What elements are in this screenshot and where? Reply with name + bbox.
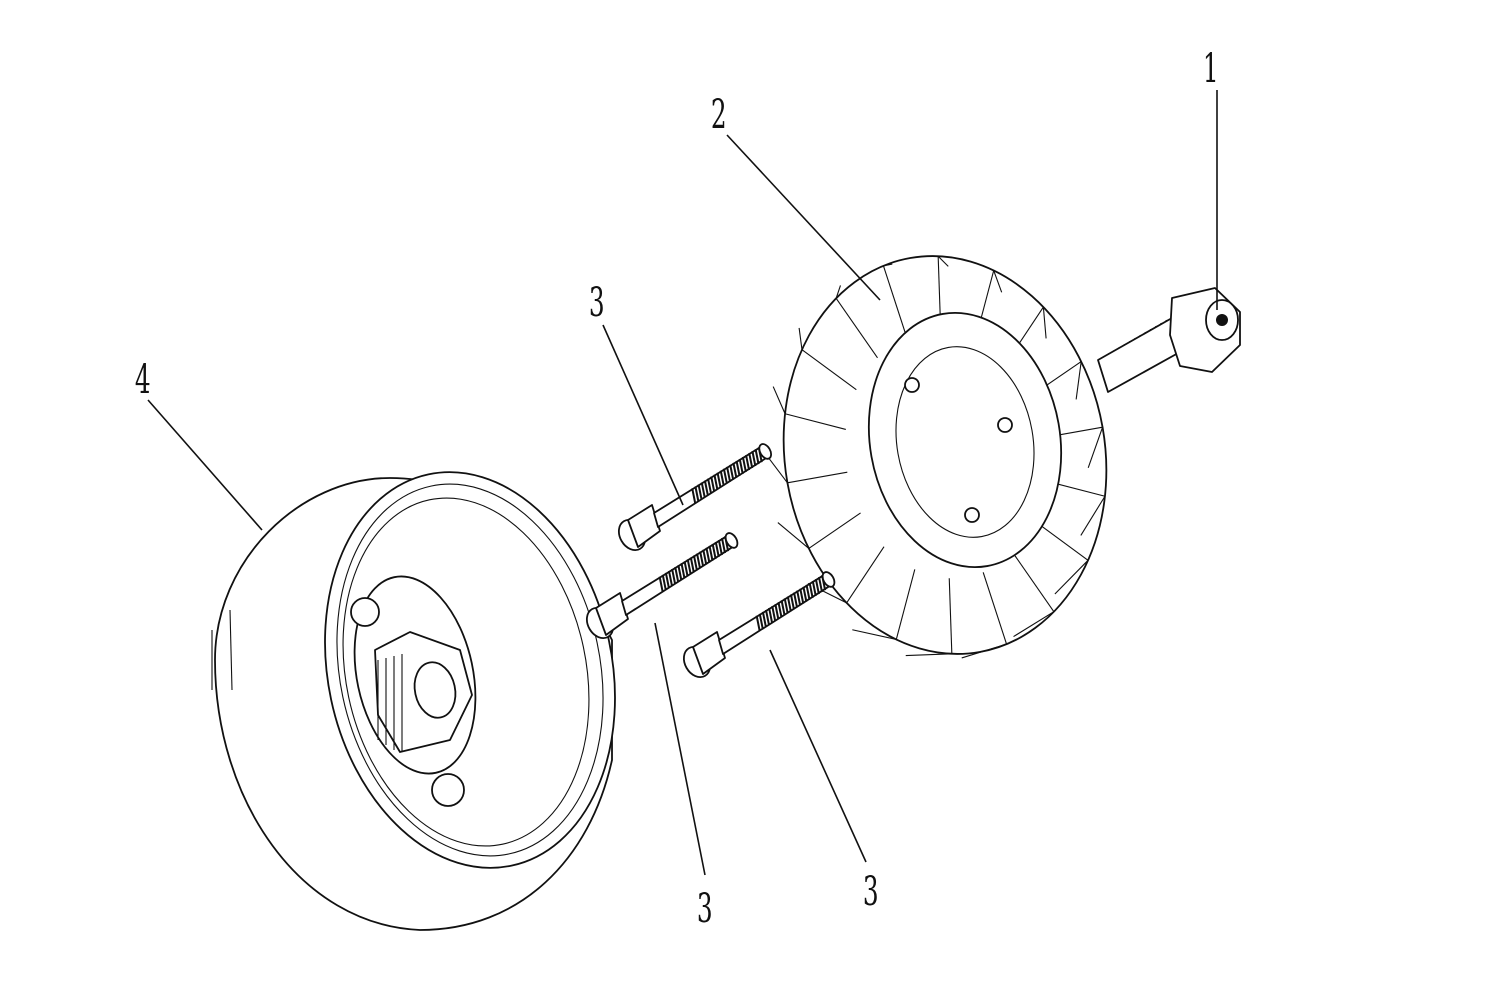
flange-bolt	[1097, 287, 1241, 393]
cap-screw-middle	[585, 532, 739, 639]
callout-1: 1	[1203, 45, 1219, 92]
flywheel-rotor	[211, 471, 616, 931]
callout-3-upper: 3	[589, 279, 605, 326]
callout-2: 2	[711, 91, 727, 138]
leader-lines	[147, 90, 1218, 876]
stator	[765, 255, 1108, 659]
cap-screw-lower	[682, 571, 836, 678]
callout-3-bottom-right: 3	[863, 868, 879, 915]
cap-screws	[585, 443, 836, 678]
callout-3-bottom-left: 3	[697, 885, 713, 932]
callout-4: 4	[135, 356, 151, 403]
cap-screw-upper	[617, 443, 772, 551]
callout-labels: 1 2 3 3 3 4	[135, 45, 1219, 932]
